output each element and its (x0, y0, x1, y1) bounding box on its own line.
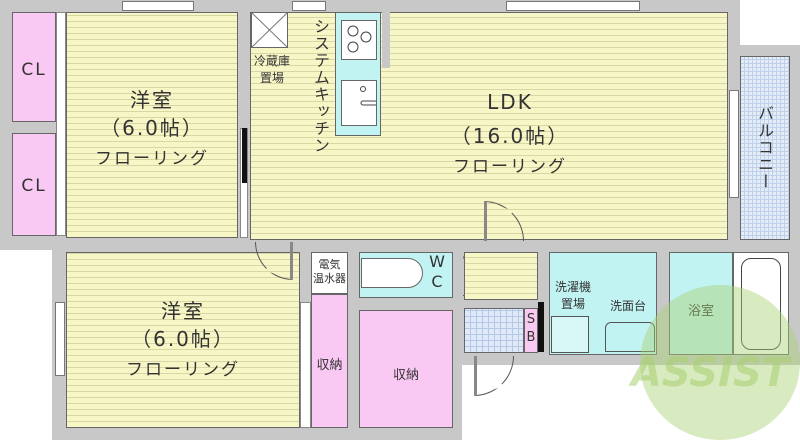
fridge-x-icon (251, 12, 288, 48)
window-top-2 (292, 1, 326, 11)
fridge-label-2: 置場 (259, 71, 284, 85)
sb-label-1: S (526, 312, 536, 327)
sliding-door-panel (242, 128, 247, 183)
closet-2 (12, 133, 56, 236)
western-room-1-name: 洋室 (130, 88, 174, 112)
bathtub-inner (741, 258, 781, 350)
western-room-2 (66, 252, 300, 428)
water-heater (311, 252, 348, 294)
western-room-1 (66, 12, 238, 238)
sb-label-2: B (526, 330, 536, 345)
bathroom-label: 浴室 (687, 304, 714, 319)
western-room-1-size: （6.0帖） (100, 116, 204, 140)
western-room-2-name: 洋室 (161, 299, 205, 323)
window-top-3 (506, 1, 640, 11)
storage-1-door[interactable] (300, 302, 311, 428)
hallway (464, 252, 538, 300)
ldk (250, 12, 728, 240)
toilet (361, 258, 423, 288)
wc-label-1: W (429, 252, 445, 271)
western-room-2-window[interactable] (55, 302, 65, 376)
sliding-door-laundry[interactable] (538, 302, 544, 352)
watermark-text: ASSIST (630, 350, 790, 396)
ldk-floor: フローリング (453, 157, 567, 177)
laundry-label-2: 置場 (560, 297, 585, 311)
ldk-name: LDK (487, 90, 533, 114)
fridge-label-1: 冷蔵庫 (253, 54, 290, 68)
shoe-box (524, 308, 538, 353)
water-heater-label-2: 温水器 (313, 272, 346, 285)
kitchen-wall (382, 12, 390, 68)
window-top-1 (122, 1, 194, 11)
storage-2-label: 収納 (392, 368, 419, 383)
closet-doors[interactable] (56, 12, 66, 236)
western-room-2-size: （6.0帖） (131, 327, 235, 351)
storage-2 (359, 310, 453, 428)
exterior-space (462, 365, 800, 440)
balcony-label: バルコニー (755, 105, 774, 190)
washbasin (605, 322, 655, 352)
stove (341, 20, 377, 60)
balcony (740, 56, 790, 240)
western-room-2-floor: フローリング (126, 360, 240, 380)
sink-faucet-icon (360, 86, 378, 106)
water-heater-label-1: 電気 (318, 258, 341, 271)
washbasin-label: 洗面台 (609, 299, 646, 313)
assist-logo-watermark (640, 285, 800, 440)
stove-burners-icon (347, 25, 372, 53)
sink (341, 80, 378, 126)
closet-2-label: CL (21, 176, 47, 196)
storage-1-label: 収納 (316, 358, 343, 373)
kitchen-label: システムキッチン (311, 18, 330, 154)
western-room-1-floor: フローリング (95, 149, 209, 169)
closet-1 (12, 12, 56, 122)
entrance (464, 308, 524, 353)
balcony-window[interactable] (729, 90, 739, 198)
storage-1 (311, 294, 348, 428)
wc-label-2: C (431, 272, 443, 291)
closet-1-label: CL (21, 60, 47, 80)
fridge-space (251, 12, 288, 48)
bathtub (733, 252, 789, 355)
laundry-label-1: 洗濯機 (554, 280, 591, 294)
washing-machine (551, 316, 589, 353)
bathroom (669, 252, 733, 355)
ldk-size: （16.0帖） (450, 124, 570, 148)
